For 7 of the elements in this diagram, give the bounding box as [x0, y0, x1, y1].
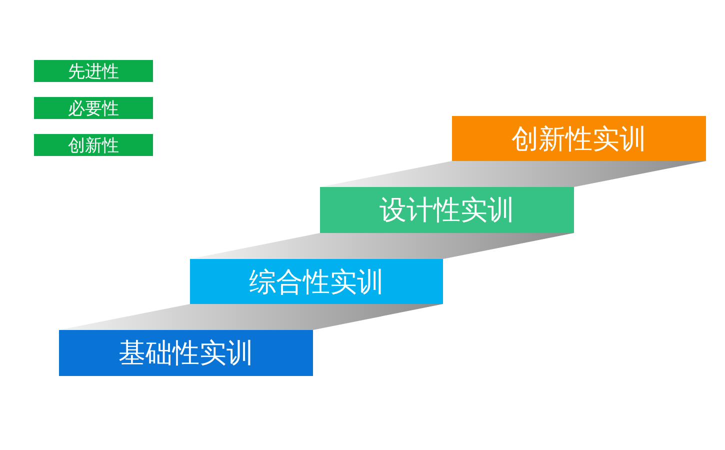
stair-step: 创新性实训 [452, 116, 706, 161]
label-bar: 必要性 [34, 97, 153, 119]
label-bar: 先进性 [34, 60, 153, 82]
label-bar: 创新性 [34, 134, 153, 156]
stair-step: 设计性实训 [320, 187, 574, 233]
stair-step: 综合性实训 [190, 259, 443, 304]
stair-step: 基础性实训 [59, 330, 313, 376]
